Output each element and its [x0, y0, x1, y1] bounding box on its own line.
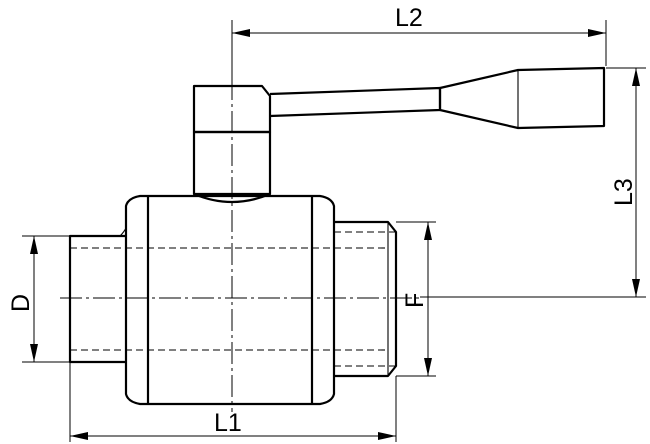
dimension-l1: L1	[69, 362, 397, 442]
dimension-d: D	[7, 235, 70, 363]
left-socket-end	[68, 227, 127, 364]
lever-handle	[192, 66, 606, 204]
dimension-d-label: D	[7, 294, 35, 312]
right-threaded-end	[334, 220, 398, 378]
dimension-l3: L3	[420, 67, 646, 298]
dimension-l1-label: L1	[214, 409, 242, 437]
dimension-f: F	[396, 221, 436, 377]
dimension-l2-label: L2	[395, 4, 423, 32]
dimension-f-label: F	[401, 293, 429, 308]
dimension-l3-label: L3	[610, 178, 638, 206]
dimension-l2: L2	[231, 4, 607, 80]
center-lines	[60, 78, 420, 412]
bore-hidden-lines	[70, 247, 388, 351]
valve-body	[124, 194, 336, 406]
